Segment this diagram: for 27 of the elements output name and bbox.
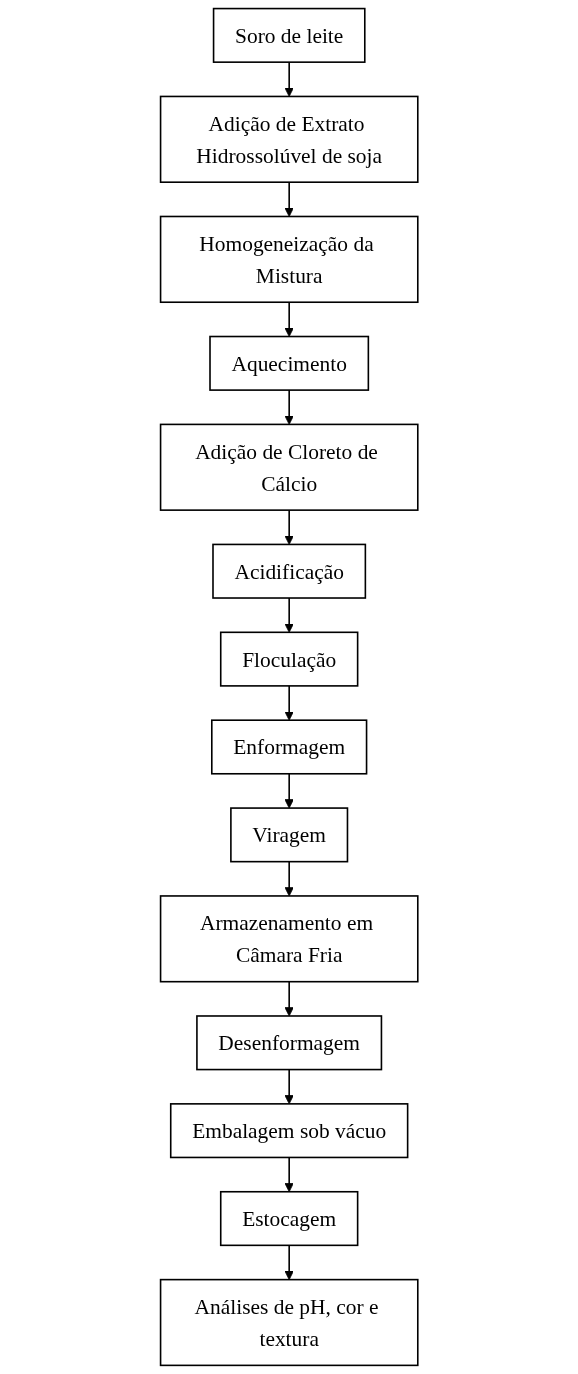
arrow: [284, 181, 294, 217]
node-box: Soro de leite: [212, 7, 366, 63]
node-box: Embalagem sob vácuo: [169, 1103, 409, 1159]
arrow: [284, 301, 294, 337]
arrow: [284, 597, 294, 633]
arrow: [284, 61, 294, 97]
node-box: Aquecimento: [209, 335, 369, 391]
node-box: Estocagem: [219, 1190, 359, 1247]
node-box: Adição de Extrato Hidrossolúvel de soja: [159, 95, 419, 183]
arrow: [284, 980, 294, 1017]
arrow: [284, 509, 294, 545]
node-box: Floculação: [219, 631, 359, 687]
arrow: [284, 1156, 294, 1193]
node-box: Adição de Cloreto de Cálcio: [159, 423, 419, 511]
arrow: [284, 389, 294, 425]
arrow: [284, 685, 294, 721]
arrow: [284, 860, 294, 897]
node-box: Enformagem: [210, 719, 368, 775]
node-box: Viragem: [229, 807, 349, 863]
node-box: Homogeneização da Mistura: [159, 215, 419, 304]
node-box: Análises de pH, cor e textura: [159, 1278, 419, 1367]
arrow: [284, 1244, 294, 1281]
node-box: Acidificação: [212, 543, 366, 599]
node-box: Desenformagem: [195, 1015, 383, 1071]
node-box: Armazenamento em Câmara Fria: [159, 895, 419, 983]
arrow: [284, 772, 294, 809]
arrow: [284, 1068, 294, 1105]
